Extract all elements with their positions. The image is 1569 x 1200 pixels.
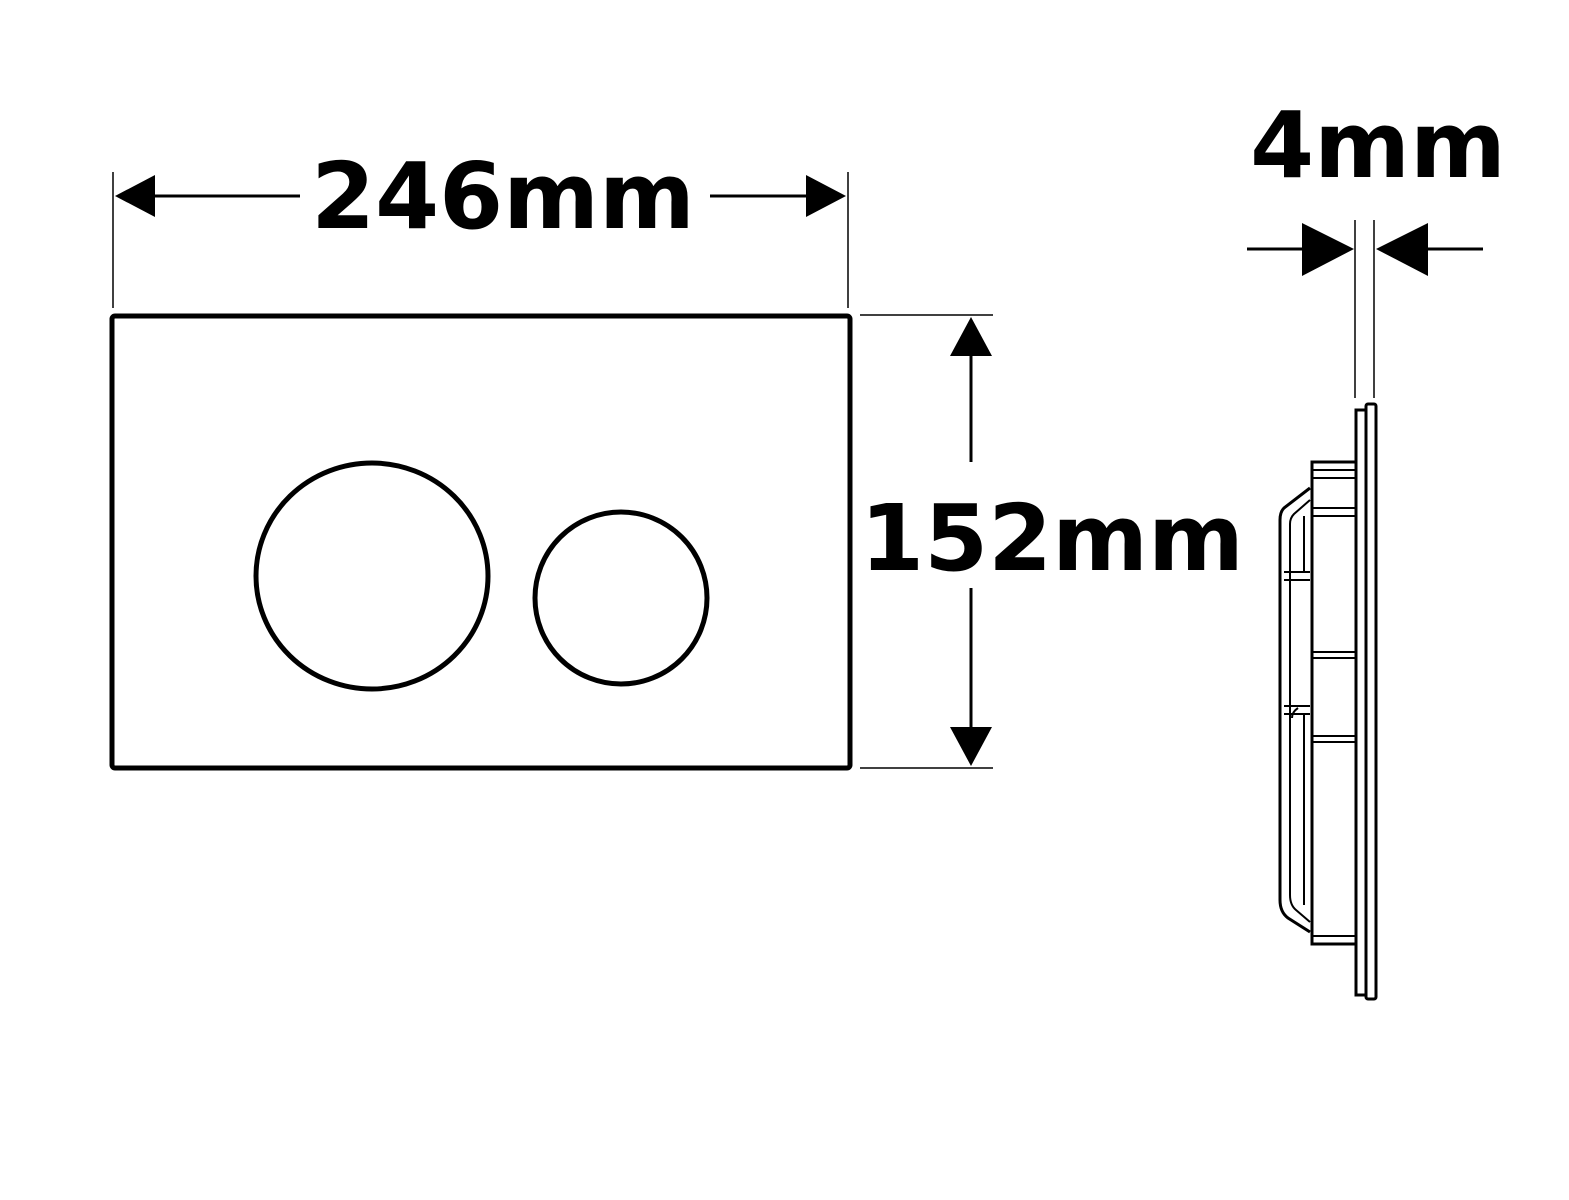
depth-arrow-left: [1302, 223, 1354, 276]
small-flush-button: [532, 509, 710, 687]
height-label: 152mm: [860, 485, 1244, 592]
width-arrow-right: [806, 175, 846, 217]
width-arrow-left: [115, 175, 155, 217]
height-dimension: 152mm: [860, 314, 1244, 769]
depth-arrow-right: [1376, 223, 1428, 276]
height-arrow-bottom: [950, 727, 992, 766]
width-dimension: 246mm: [112, 143, 849, 308]
depth-dimension: 4mm: [1247, 92, 1506, 398]
side-bracket-outer: [1278, 486, 1311, 934]
side-bracket-clip: [1291, 707, 1299, 719]
large-flush-button: [253, 460, 491, 692]
side-plate-edge: [1364, 402, 1378, 1001]
side-view: [1278, 402, 1378, 1001]
front-view: [109, 313, 853, 771]
flush-plate-outline: [109, 313, 853, 771]
side-bracket-inner: [1289, 499, 1311, 923]
depth-label: 4mm: [1250, 92, 1506, 199]
width-label: 246mm: [311, 143, 695, 250]
height-arrow-top: [950, 317, 992, 356]
side-housing-body: [1310, 460, 1358, 946]
